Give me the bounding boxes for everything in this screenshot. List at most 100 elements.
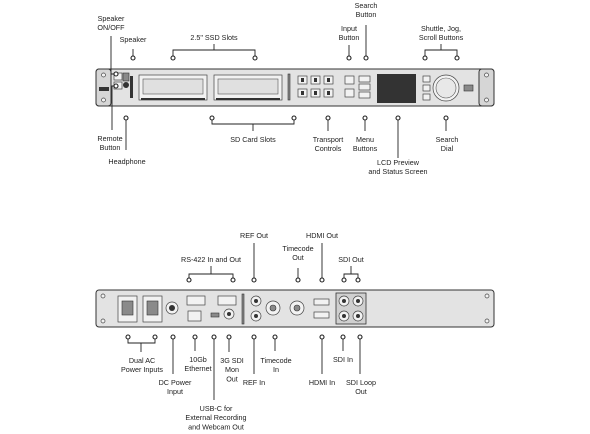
- callout-line: [424, 49, 458, 58]
- callout-line: [110, 36, 116, 75]
- right-rack-ear: [478, 68, 495, 107]
- callout-dot: [125, 334, 131, 340]
- front-panel: [95, 68, 495, 107]
- rear-callouts: [125, 243, 363, 400]
- callout-line: [211, 118, 295, 125]
- label-line: USB-C for: [200, 404, 233, 413]
- label-line: Timecode: [260, 356, 291, 365]
- label-line: RS-422 In and Out: [181, 255, 241, 264]
- label-line: HDMI Out: [306, 231, 338, 240]
- xlr-connector-icon: [269, 304, 277, 312]
- callout-dot: [357, 334, 363, 340]
- label-line: Dual AC: [129, 356, 155, 365]
- callout-dot: [230, 277, 236, 283]
- label-headphone: Headphone: [108, 157, 145, 166]
- label-line: REF Out: [240, 231, 268, 240]
- rack-screw-icon: [100, 293, 106, 299]
- menu-button[interactable]: [344, 88, 355, 98]
- next-icon: [327, 91, 330, 95]
- callout-dot: [226, 334, 232, 340]
- input-button[interactable]: [344, 75, 355, 85]
- menu-button[interactable]: [358, 91, 371, 99]
- rack-screw-icon: [484, 72, 489, 78]
- rear-labels: REF Out HDMI Out RS-422 In and Out Timec…: [121, 231, 376, 431]
- xlr-connector-icon: [293, 304, 301, 312]
- label-line: SDI Out: [338, 255, 364, 264]
- callout-dot: [443, 115, 449, 121]
- rs422-out-port[interactable]: [217, 295, 237, 306]
- rs422-in-port[interactable]: [186, 295, 206, 306]
- callout-dot: [113, 83, 119, 89]
- label-line: Controls: [315, 144, 342, 153]
- label-line: External Recording: [185, 413, 246, 422]
- label-line: Out: [355, 387, 367, 396]
- separator-bar: [287, 73, 291, 101]
- label-line: Button: [100, 143, 121, 152]
- hdmi-out-port[interactable]: [313, 298, 330, 306]
- callout-dot: [123, 115, 129, 121]
- callout-dot: [291, 115, 297, 121]
- sd-card-slot-1[interactable]: [141, 98, 205, 100]
- ethernet-port[interactable]: [187, 310, 202, 322]
- callout-dot: [422, 55, 428, 61]
- callout-dot: [113, 71, 119, 77]
- bnc-connector-icon: [227, 312, 231, 316]
- callout-dot: [340, 334, 346, 340]
- model-badge-icon: [463, 84, 474, 92]
- callout-dot: [395, 115, 401, 121]
- shuttle-button[interactable]: [422, 75, 431, 83]
- label-line: SD Card Slots: [230, 135, 276, 144]
- menu-button[interactable]: [358, 83, 371, 91]
- sd-card-slot-2[interactable]: [216, 98, 280, 100]
- play-icon: [327, 78, 330, 82]
- label-line: and Status Screen: [368, 167, 427, 176]
- callout-dot: [252, 55, 258, 61]
- label-ssd-slots: 2.5" SSD Slots: [190, 33, 238, 42]
- callout-dot: [341, 277, 347, 283]
- label-line: Out: [226, 374, 238, 383]
- bnc-connector-icon: [342, 314, 346, 318]
- stop-icon: [314, 78, 317, 82]
- label-line: Mon: [225, 365, 239, 374]
- usbc-port[interactable]: [210, 312, 220, 318]
- label-hdmi-in: HDMI In: [309, 378, 335, 387]
- callout-dot: [211, 334, 217, 340]
- label-line: 3G SDI: [220, 356, 244, 365]
- label-hdmi-out: HDMI Out: [306, 231, 338, 240]
- label-ref-out: REF Out: [240, 231, 268, 240]
- rack-screw-icon: [484, 97, 489, 103]
- headphone-jack-icon[interactable]: [123, 82, 129, 88]
- callout-dot: [130, 55, 136, 61]
- label-line: Ethernet: [184, 364, 211, 373]
- callout-dot: [170, 55, 176, 61]
- dc-socket-icon: [169, 305, 175, 311]
- callout-dot: [319, 334, 325, 340]
- jog-button[interactable]: [422, 84, 431, 92]
- label-sdi-out: SDI Out: [338, 255, 364, 264]
- scroll-button[interactable]: [422, 93, 431, 101]
- bnc-connector-icon: [342, 299, 346, 303]
- label-line: ON/OFF: [97, 23, 125, 32]
- transport-controls: [297, 75, 334, 98]
- hdmi-in-port[interactable]: [313, 311, 330, 319]
- label-line: Scroll Buttons: [419, 33, 464, 42]
- label-line: Headphone: [108, 157, 145, 166]
- callout-dot: [186, 277, 192, 283]
- callout-line: [188, 273, 234, 280]
- label-line: 2.5" SSD Slots: [190, 33, 238, 42]
- callout-dot: [170, 334, 176, 340]
- label-line: SDI Loop: [346, 378, 376, 387]
- label-line: Search: [355, 1, 378, 10]
- label-line: Speaker: [98, 14, 125, 23]
- search-button[interactable]: [358, 75, 371, 83]
- label-line: Dial: [441, 144, 454, 153]
- rack-screw-icon: [101, 72, 106, 78]
- label-shuttle: Shuttle, Jog,Scroll Buttons: [419, 24, 464, 42]
